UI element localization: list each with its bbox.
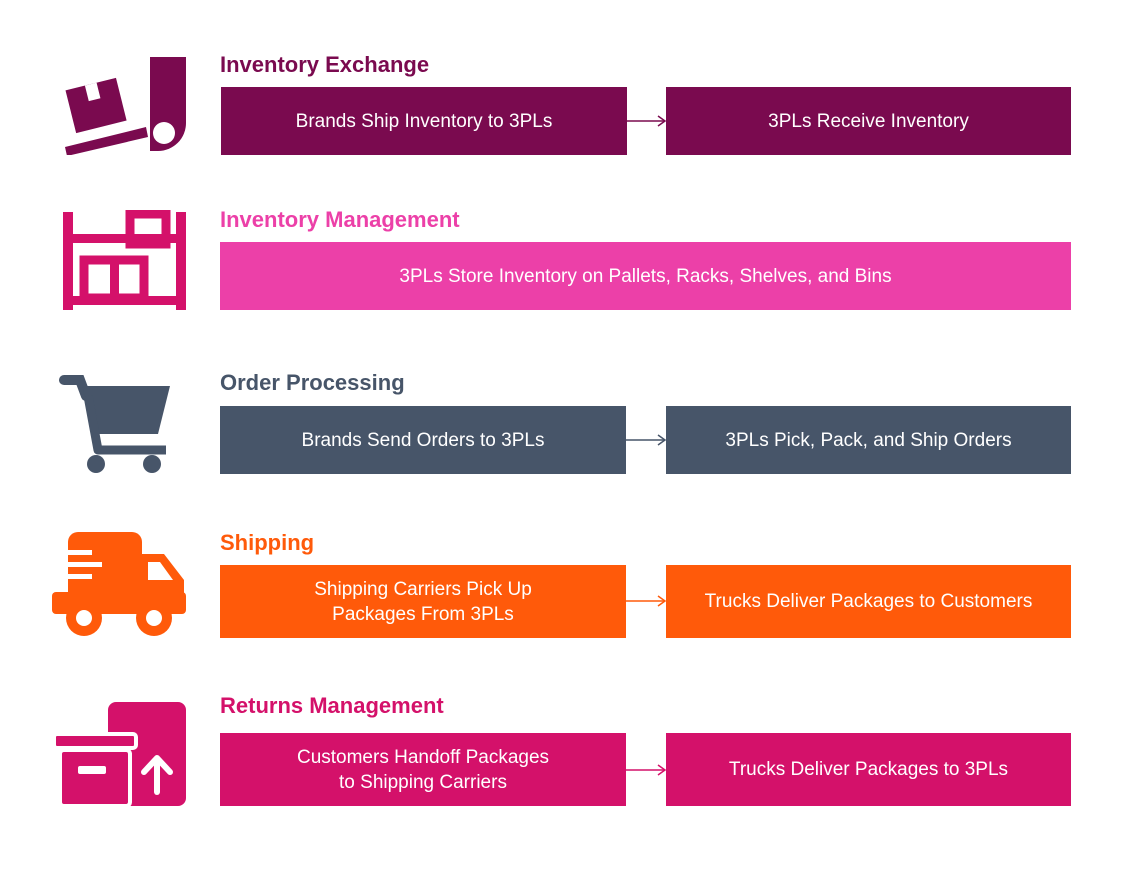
step-label-line-2: to Shipping Carriers (339, 771, 507, 793)
section-title: Shipping (220, 530, 315, 555)
arrow-right-icon (627, 115, 667, 127)
step-label-line-1: Shipping Carriers Pick Up (314, 578, 532, 600)
step-box: 3PLs Receive Inventory (666, 87, 1071, 155)
arrow-right-icon (626, 434, 667, 446)
arrow-right-icon (626, 595, 667, 607)
step-label-line-2: Packages From 3PLs (332, 603, 514, 625)
step-box: Trucks Deliver Packages to Customers (666, 565, 1071, 638)
section-title: Returns Management (220, 693, 444, 718)
step-label: 3PLs Store Inventory on Pallets, Racks, … (399, 265, 892, 287)
step-box: Shipping Carriers Pick Up Packages From … (220, 565, 626, 638)
return-box-icon (52, 702, 186, 808)
step-box: Trucks Deliver Packages to 3PLs (666, 733, 1071, 806)
forklift-icon (65, 57, 186, 155)
shelving-icon (63, 210, 186, 310)
arrow-right-icon (626, 764, 667, 776)
step-box: Brands Send Orders to 3PLs (220, 406, 626, 474)
delivery-truck-icon (52, 532, 186, 636)
step-box: 3PLs Pick, Pack, and Ship Orders (666, 406, 1071, 474)
step-label: Brands Send Orders to 3PLs (301, 429, 545, 451)
step-label: Trucks Deliver Packages to Customers (704, 591, 1033, 612)
step-box: 3PLs Store Inventory on Pallets, Racks, … (220, 242, 1071, 310)
step-label: 3PLs Pick, Pack, and Ship Orders (725, 429, 1012, 451)
step-label: 3PLs Receive Inventory (768, 110, 969, 132)
section-title: Inventory Exchange (220, 52, 430, 77)
step-box: Brands Ship Inventory to 3PLs (221, 87, 627, 155)
shopping-cart-icon (59, 375, 170, 473)
step-box: Customers Handoff Packages to Shipping C… (220, 733, 626, 806)
step-label: Brands Ship Inventory to 3PLs (295, 110, 553, 132)
step-label-line-1: Customers Handoff Packages (296, 746, 550, 768)
step-label: Trucks Deliver Packages to 3PLs (728, 759, 1009, 780)
section-title: Order Processing (220, 370, 405, 395)
section-title: Inventory Management (220, 207, 460, 232)
